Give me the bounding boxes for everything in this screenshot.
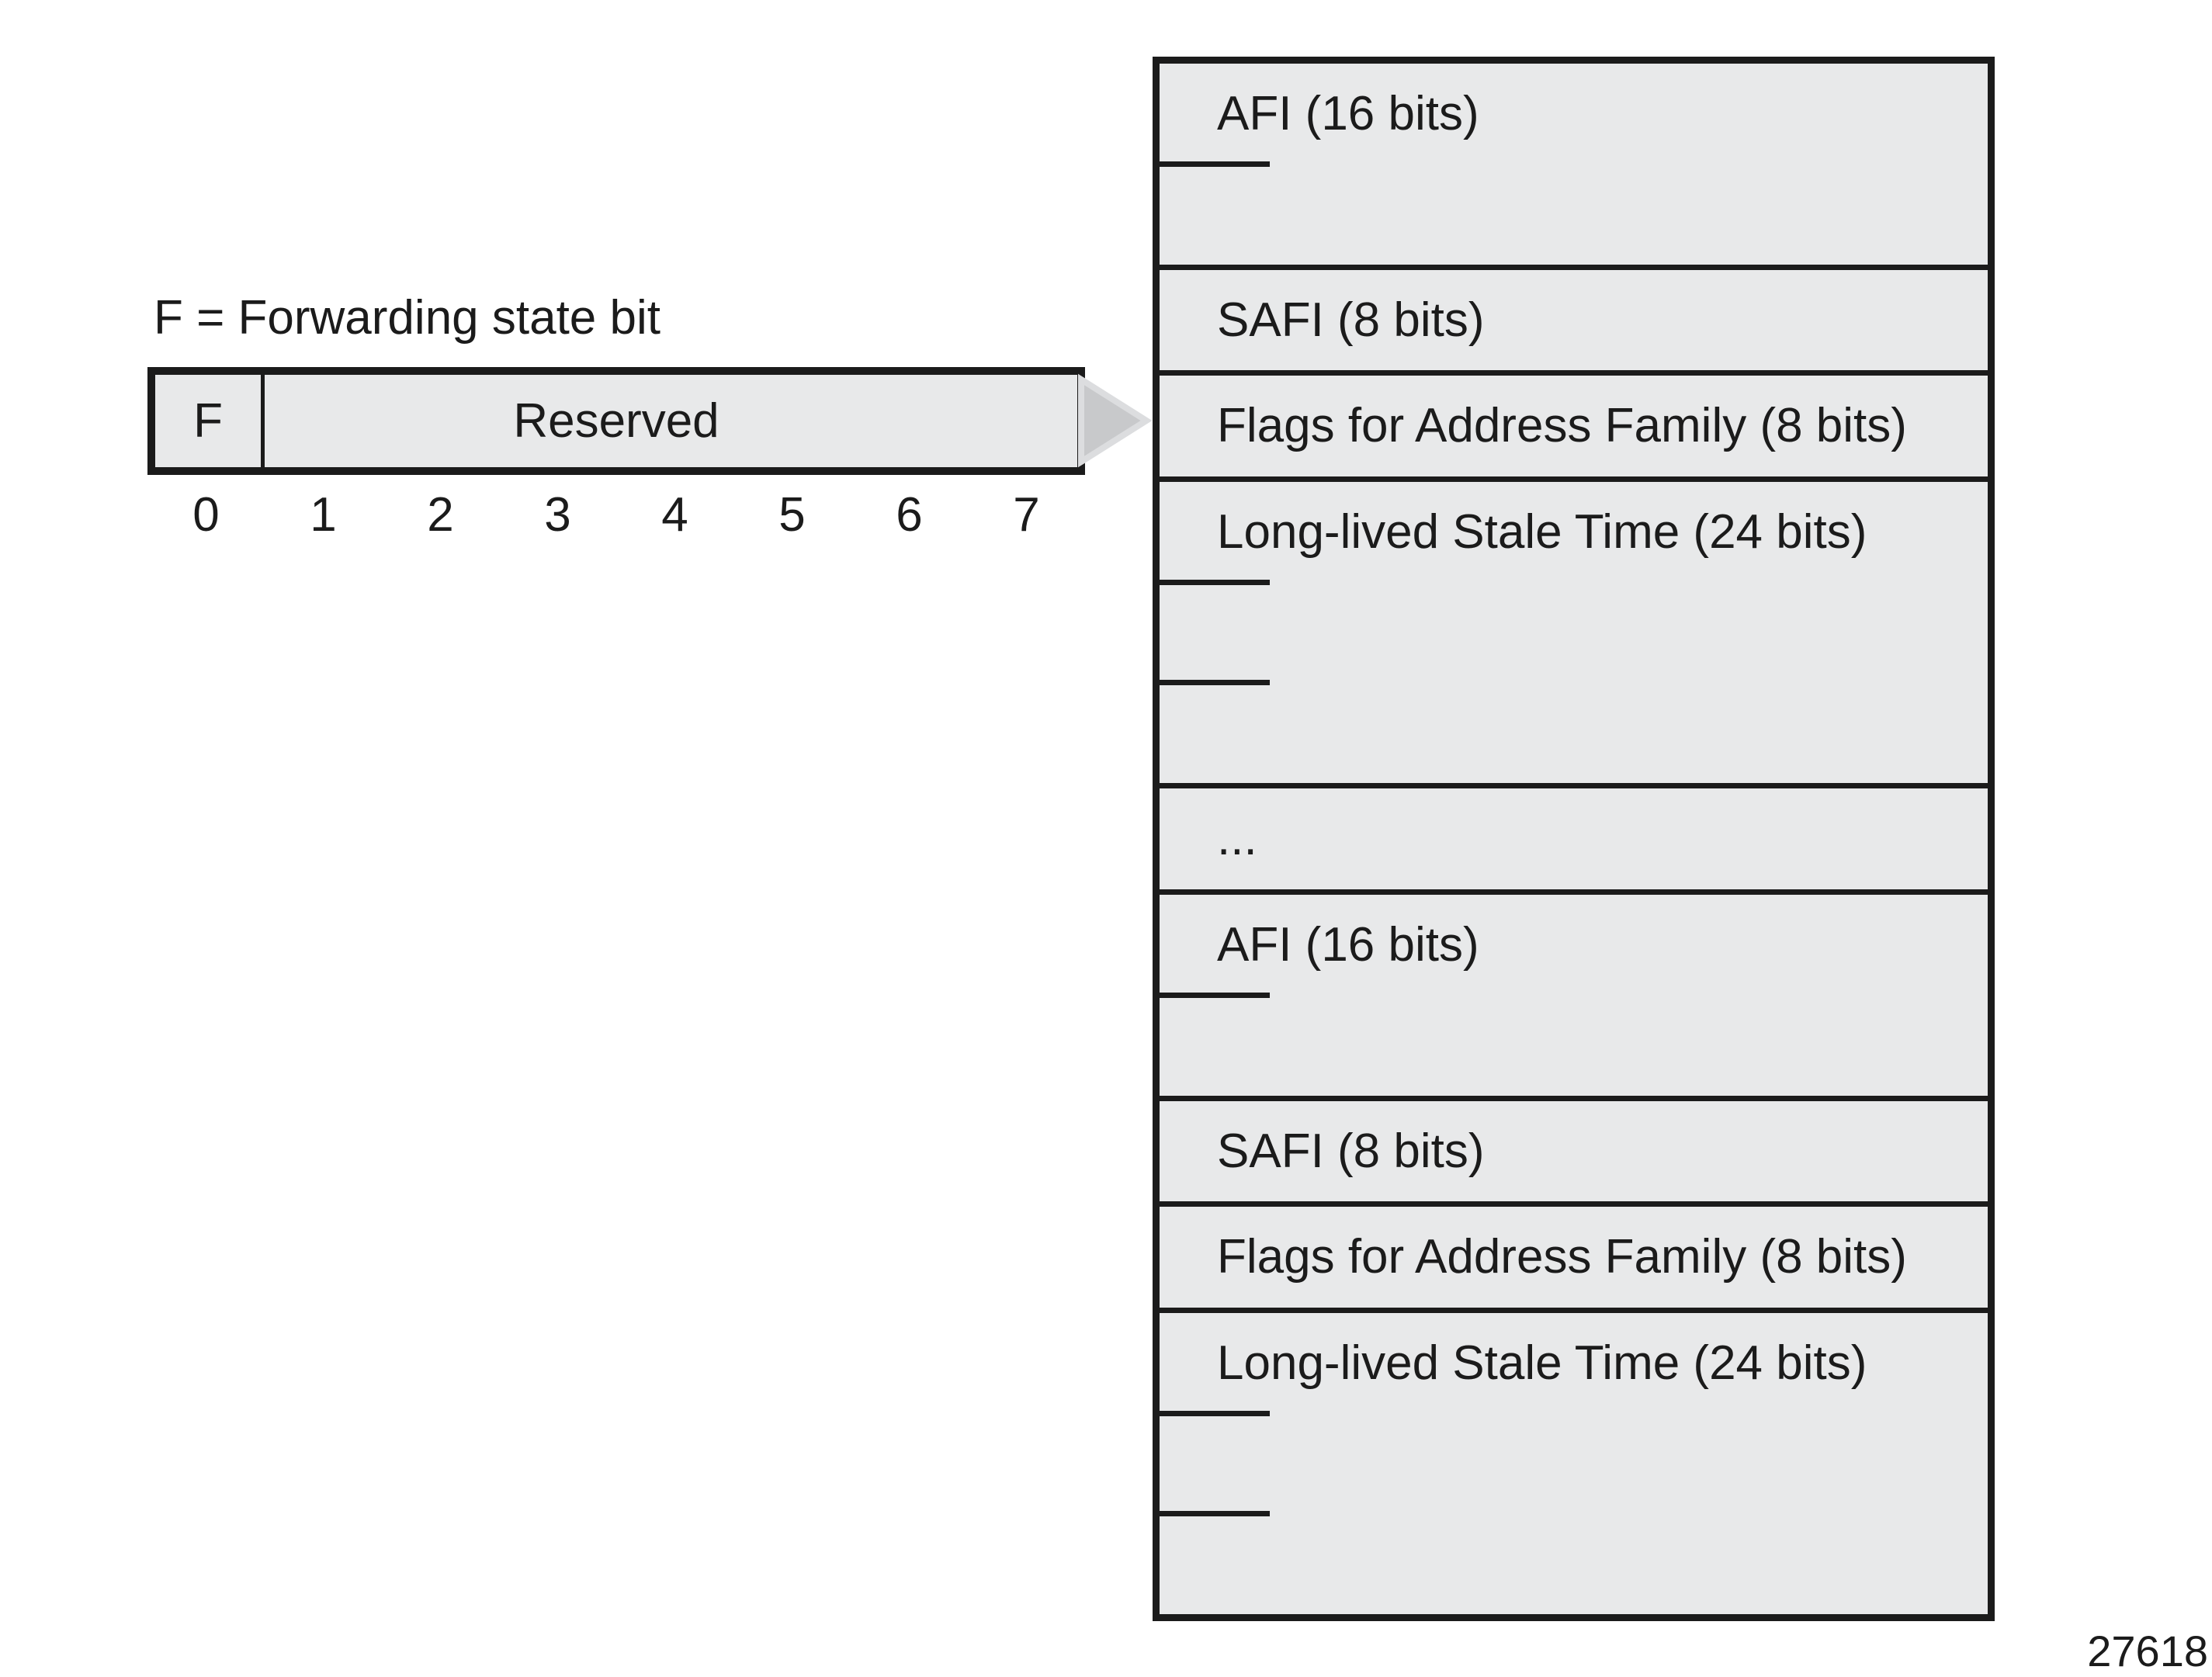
row-label: Long-lived Stale Time (24 bits) <box>1217 1336 1867 1390</box>
row-label: Long-lived Stale Time (24 bits) <box>1217 504 1867 559</box>
row-label: SAFI (8 bits) <box>1217 1124 1485 1178</box>
table-row-ellipsis: ... <box>1160 783 1988 889</box>
bit-label-2: 2 <box>427 488 454 542</box>
bitfield-box: F Reserved <box>147 367 1085 475</box>
bit-label-3: 3 <box>544 488 571 542</box>
byte-boundary-tick <box>1160 992 1270 998</box>
table-row-stale-time-1: Long-lived Stale Time (24 bits) <box>1160 476 1988 783</box>
row-label: Flags for Address Family (8 bits) <box>1217 399 1907 453</box>
row-label: ... <box>1217 812 1257 866</box>
bit-label-5: 5 <box>778 488 806 542</box>
bit-label-6: 6 <box>896 488 923 542</box>
table-row-safi-2: SAFI (8 bits) <box>1160 1095 1988 1201</box>
row-label: SAFI (8 bits) <box>1217 293 1485 347</box>
bit-label-0: 0 <box>192 488 220 542</box>
table-row-afi-2: AFI (16 bits) <box>1160 889 1988 1096</box>
table-row-stale-time-2: Long-lived Stale Time (24 bits) <box>1160 1307 1988 1614</box>
byte-boundary-tick <box>1160 161 1270 167</box>
table-row-flags-1: Flags for Address Family (8 bits) <box>1160 370 1988 476</box>
bitfield-f-cell: F <box>155 375 265 467</box>
row-label: AFI (16 bits) <box>1217 87 1479 140</box>
table-row-flags-2: Flags for Address Family (8 bits) <box>1160 1201 1988 1307</box>
byte-boundary-tick <box>1160 579 1270 585</box>
fields-table: AFI (16 bits) SAFI (8 bits) Flags for Ad… <box>1153 57 1995 1621</box>
table-row-safi-1: SAFI (8 bits) <box>1160 264 1988 370</box>
byte-boundary-tick <box>1160 1410 1270 1416</box>
byte-boundary-tick <box>1160 679 1270 685</box>
bitfield-reserved-cell: Reserved <box>513 394 719 448</box>
row-label: AFI (16 bits) <box>1217 917 1479 972</box>
bit-label-4: 4 <box>661 488 688 542</box>
row-label: Flags for Address Family (8 bits) <box>1217 1230 1907 1284</box>
figure-number: 27618 <box>2087 1627 2208 1675</box>
bit-label-1: 1 <box>310 488 337 542</box>
bit-scale: 0 1 2 3 4 5 6 7 <box>147 487 1085 542</box>
forwarding-state-legend: F = Forwarding state bit <box>154 291 660 345</box>
byte-boundary-tick <box>1160 1510 1270 1516</box>
arrow-right-icon <box>1078 373 1153 468</box>
bit-label-7: 7 <box>1013 488 1040 542</box>
table-row-afi-1: AFI (16 bits) <box>1160 64 1988 265</box>
